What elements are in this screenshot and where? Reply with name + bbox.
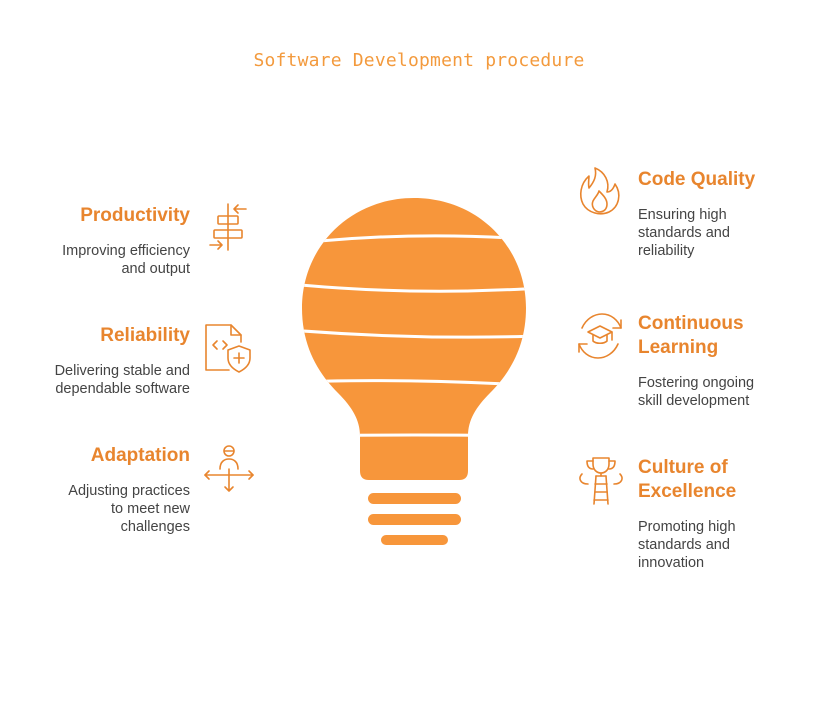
graduation-cycle-icon: [578, 313, 622, 359]
item-productivity: Productivity Improving efficiency and ou…: [20, 204, 190, 278]
item-heading: Code Quality: [638, 169, 756, 190]
item-code-quality: Code Quality Ensuring high standards and…: [638, 168, 828, 260]
item-reliability: Reliability Delivering stable and depend…: [20, 324, 190, 398]
diagram-title: Software Development procedure: [253, 50, 585, 71]
item-description: Improving efficiency and output: [62, 243, 190, 277]
item-description: Promoting high standards and innovation: [638, 519, 736, 571]
flame-icon: [579, 167, 620, 215]
item-description: Ensuring high standards and reliability: [638, 207, 730, 259]
item-description: Fostering ongoing skill development: [638, 375, 755, 409]
item-heading: Adaptation: [90, 445, 190, 466]
align-arrows-icon: [209, 203, 247, 251]
trophy-ladder-icon: [579, 457, 623, 505]
item-continuous-learning: Continuous Learning Fostering ongoing sk…: [638, 312, 828, 410]
code-shield-icon: [205, 324, 251, 373]
item-heading: Productivity: [80, 205, 190, 226]
person-arrows-icon: [204, 445, 254, 492]
item-heading: Reliability: [100, 325, 190, 346]
item-heading: Continuous Learning: [638, 313, 744, 358]
item-adaptation: Adaptation Adjusting practices to meet n…: [20, 444, 190, 536]
lightbulb-graphic: [302, 198, 526, 545]
item-culture-of-excellence: Culture of Excellence Promoting high sta…: [638, 456, 828, 572]
item-description: Delivering stable and dependable softwar…: [54, 363, 190, 397]
item-description: Adjusting practices to meet new challeng…: [68, 483, 190, 535]
item-heading: Culture of Excellence: [638, 457, 737, 502]
